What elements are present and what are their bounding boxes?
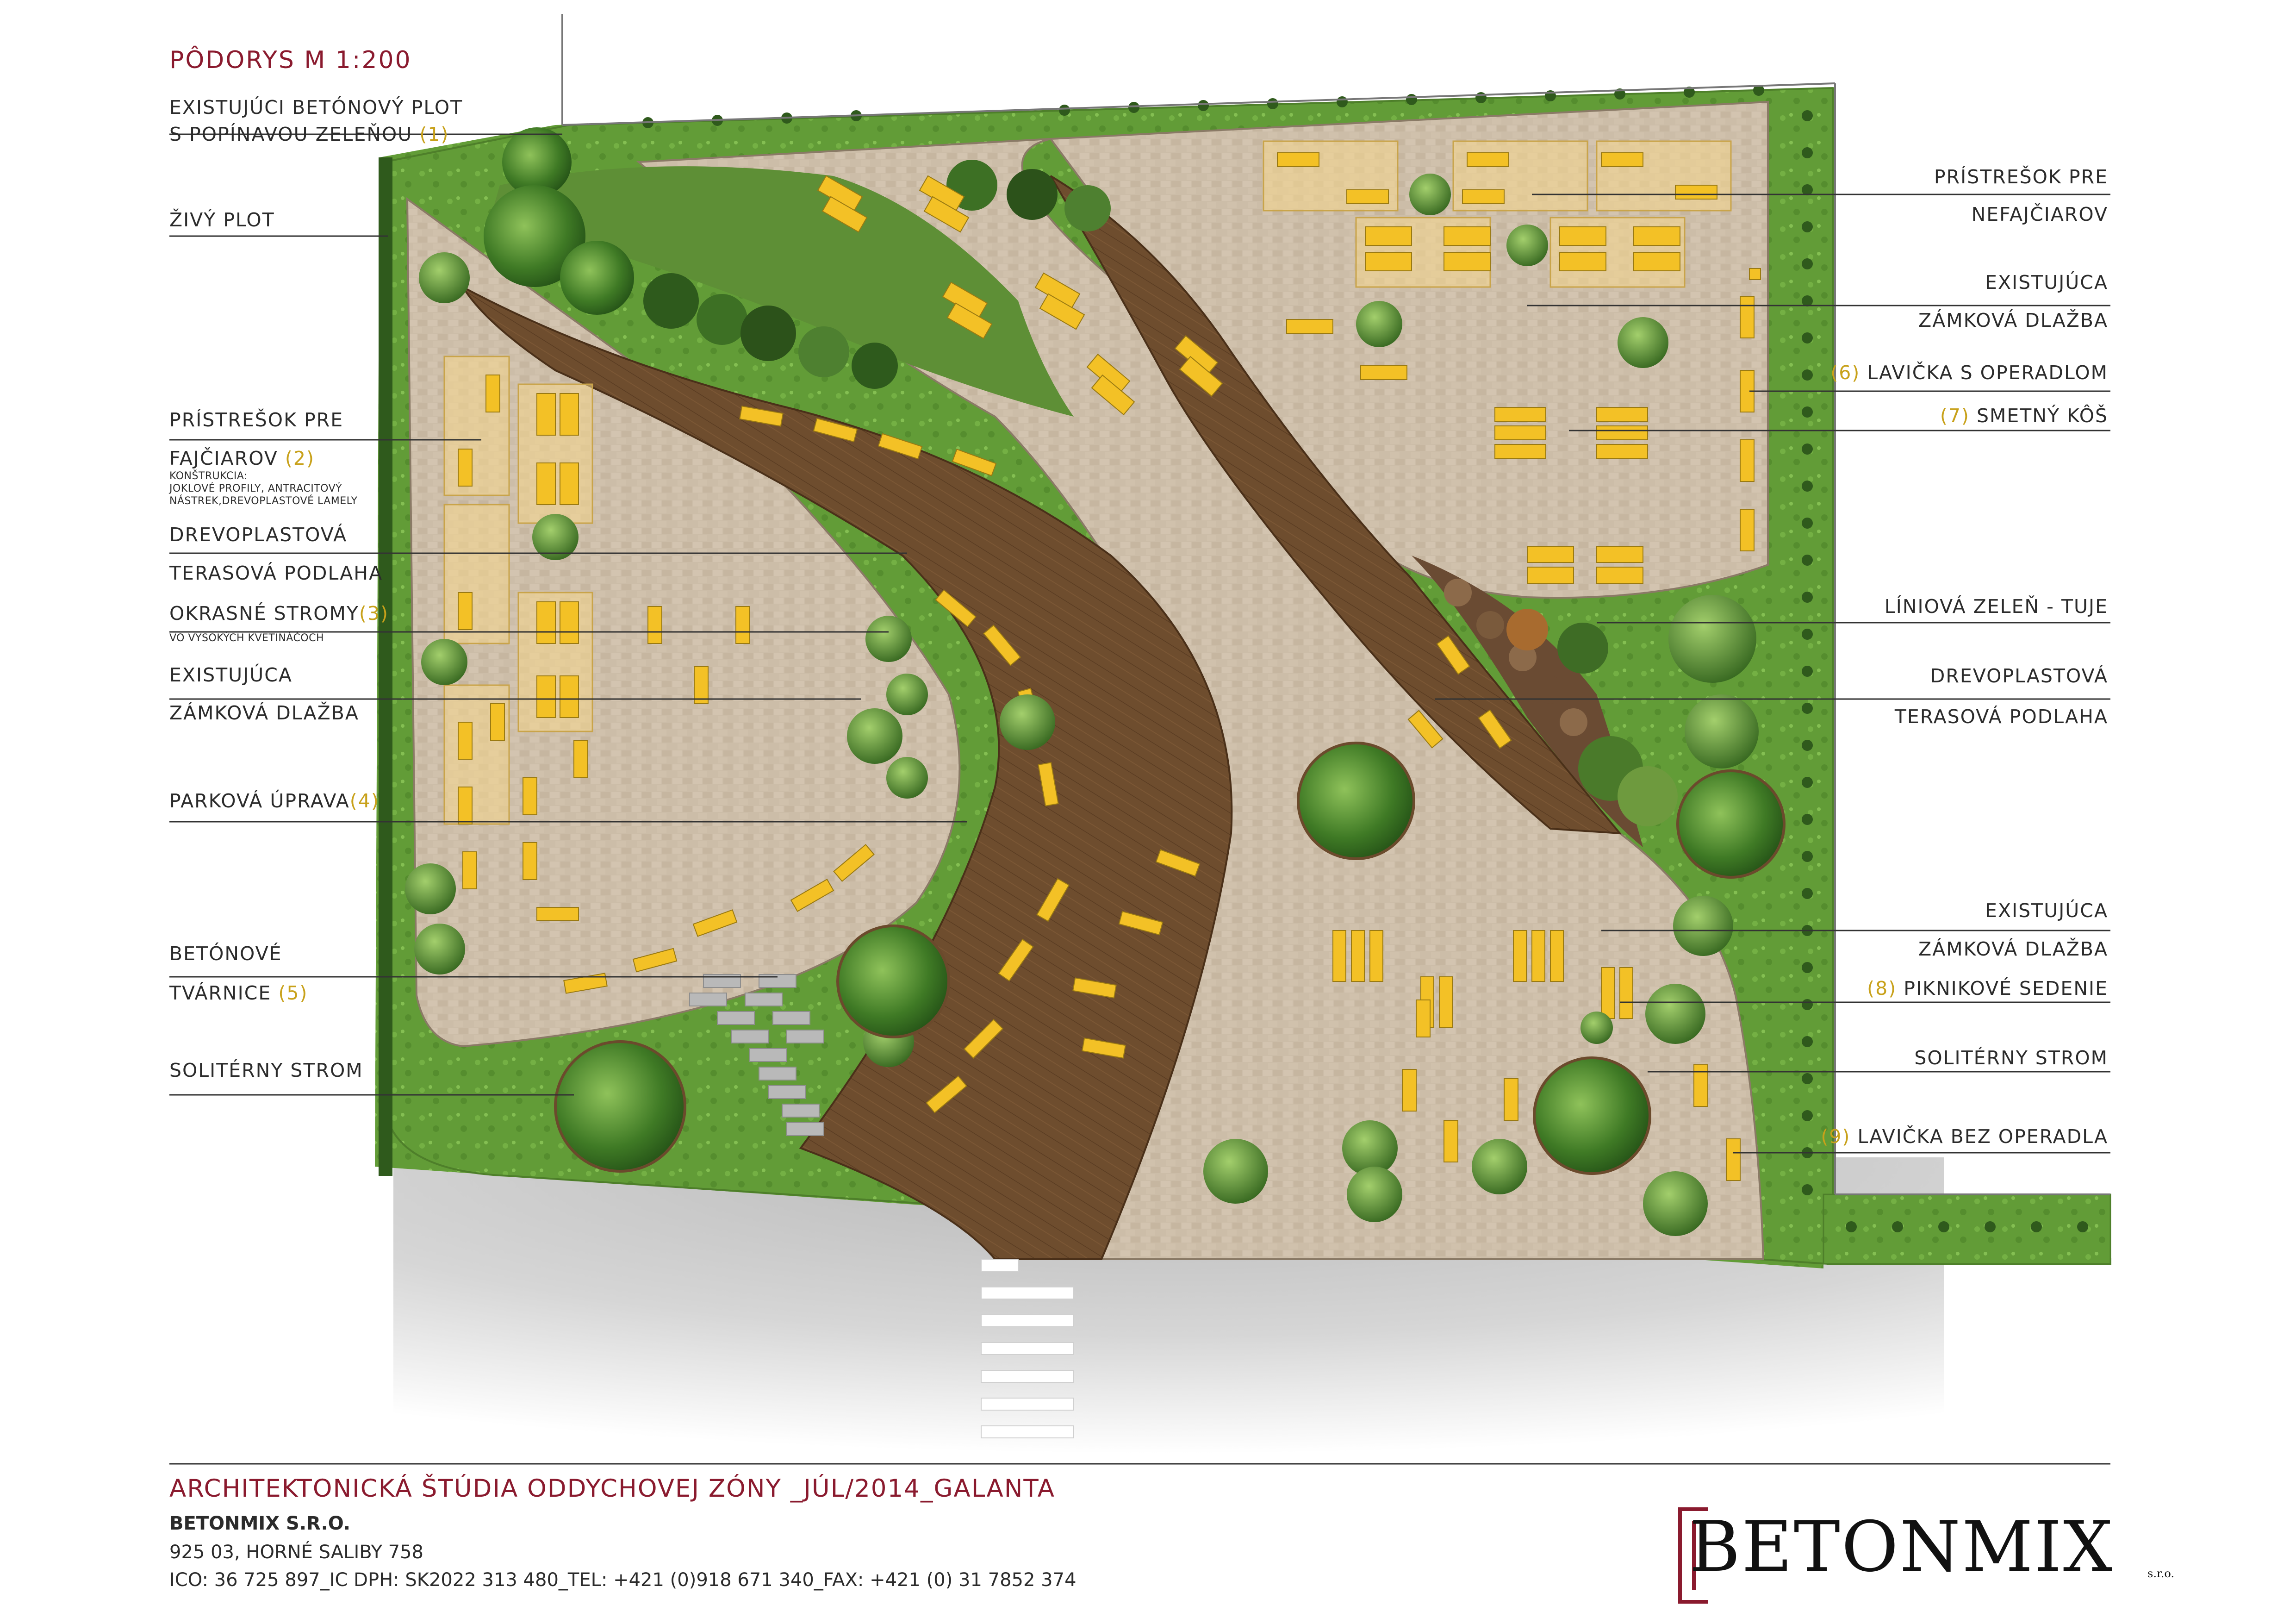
- label-park: PARKOVÁ ÚPRAVA(4): [169, 790, 380, 812]
- solitary-trees: [554, 742, 1786, 1175]
- deck-main: [460, 284, 1233, 1260]
- label-concrete-blocks: BETÓNOVÉ: [169, 943, 282, 965]
- label-solitary-tree: SOLITÉRNY STROM: [169, 1059, 363, 1081]
- label-r-paving-3: EXISTUJÚCA: [1985, 899, 2108, 922]
- label-bench-no-backrest: (9) LAVIČKA BEZ OPERADLA: [1821, 1125, 2108, 1148]
- label-r-paving-2: ZÁMKOVÁ DLAŽBA: [1918, 309, 2108, 331]
- deck-upper: [1050, 175, 1622, 835]
- label-nonsmoker-shelter: PRÍSTREŠOK PRE: [1934, 166, 2108, 188]
- label-bin: (7) SMETNÝ KÔŠ: [1940, 405, 2108, 427]
- label-existing-fence: EXISTUJÚCI BETÓNOVÝ PLOT: [169, 96, 463, 119]
- footer-address: 925 03, HORNÉ SALIBY 758: [169, 1542, 423, 1563]
- label-r-deck: DREVOPLASTOVÁ: [1930, 665, 2108, 687]
- label-paving: EXISTUJÚCA: [169, 664, 292, 686]
- trees: [405, 127, 1759, 1236]
- label-picnic: (8) PIKNIKOVÉ SEDENIE: [1867, 977, 2108, 999]
- stepping-stones: [689, 974, 824, 1136]
- label-existing-fence-2: S POPÍNAVOU ZELEŇOU (1): [169, 123, 449, 145]
- hedge: [379, 85, 2088, 1232]
- label-smoker-shelter: PRÍSTREŠOK PRE: [169, 409, 344, 431]
- label-construction-3: NÁSTREK,DREVOPLASTOVÉ LAMELY: [169, 495, 358, 507]
- thuja-line: [1412, 556, 1678, 847]
- label-r-paving-4: ZÁMKOVÁ DLAŽBA: [1918, 938, 2108, 960]
- crosswalk: [981, 1259, 1074, 1438]
- label-bench-backrest: (6) LAVIČKA S OPERADLOM: [1830, 362, 2108, 384]
- footer-title: ARCHITEKTONICKÁ ŠTÚDIA ODDYCHOVEJ ZÓNY _…: [169, 1474, 1055, 1503]
- fence: [561, 14, 2110, 1195]
- label-deck-2: TERASOVÁ PODLAHA: [169, 562, 383, 584]
- label-nonsmoker-shelter-2: NEFAJČIAROV: [1971, 203, 2108, 225]
- label-r-paving: EXISTUJÚCA: [1985, 271, 2108, 294]
- label-construction: KONŠTRUKCIA:: [169, 470, 248, 482]
- logo-bracket-icon: [1678, 1507, 1708, 1604]
- label-hedge: ŽIVÝ PLOT: [169, 209, 275, 231]
- label-ornamental-trees-2: VO VYSOKÝCH KVETINÁČOCH: [169, 632, 324, 644]
- benches: [458, 152, 1761, 1181]
- leader-lines: [169, 133, 2110, 1465]
- label-r-deck-2: TERASOVÁ PODLAHA: [1894, 706, 2108, 728]
- label-thuja: LÍNIOVÁ ZELEŇ - TUJE: [1884, 595, 2108, 618]
- label-r-solitary-tree: SOLITÉRNY STROM: [1914, 1047, 2108, 1069]
- company-logo: BETONMIX: [1689, 1507, 2114, 1587]
- label-smoker-shelter-2: FAJČIAROV (2): [169, 447, 315, 469]
- label-construction-2: JOKLOVÉ PROFILY, ANTRACITOVÝ: [169, 483, 342, 494]
- footer-ids: ICO: 36 725 897_IC DPH: SK2022 313 480_T…: [169, 1569, 1076, 1591]
- company-logo-sro: s.r.o.: [2147, 1567, 2175, 1580]
- label-ornamental-trees: OKRASNÉ STROMY(3): [169, 602, 389, 625]
- footer-company: BETONMIX S.R.O.: [169, 1513, 351, 1534]
- label-deck: DREVOPLASTOVÁ: [169, 524, 348, 546]
- shrub-bed-top: [491, 160, 1111, 417]
- label-concrete-blocks-2: TVÁRNICE (5): [169, 982, 308, 1004]
- plan-title: PÔDORYS M 1:200: [169, 46, 412, 74]
- label-paving-2: ZÁMKOVÁ DLAŽBA: [169, 702, 359, 724]
